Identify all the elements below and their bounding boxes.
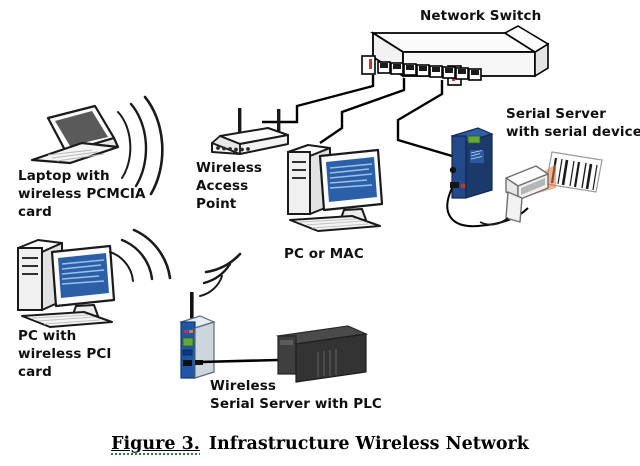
- wireless-access-point-label-line2: Access: [196, 178, 248, 194]
- pc-pci-screen-text-lines: [61, 259, 105, 285]
- cable-wireless-server-to-plc: [199, 358, 279, 364]
- access-point-antenna-left: [238, 108, 242, 135]
- serial-server-port-lower: [450, 182, 459, 188]
- serial-server-label-line2: with serial device: [506, 124, 640, 140]
- access-point-antenna-right: [277, 109, 281, 131]
- cable-switch-to-serial-server: [396, 80, 453, 158]
- network-switch-label: Network Switch: [420, 8, 541, 24]
- wireless-waves-laptop: [117, 95, 164, 196]
- wireless-server-led-red: [184, 330, 188, 333]
- laptop-pcmcia-label-line1: Laptop with: [18, 168, 110, 184]
- serial-server-port-upper: [449, 166, 457, 174]
- network-switch[interactable]: [361, 25, 550, 86]
- scanner-cable-tail: [479, 217, 509, 226]
- wireless-access-point-label-line1: Wireless: [196, 160, 262, 176]
- serial-server-label-plate: [470, 150, 484, 163]
- plc-side-face: [295, 333, 367, 383]
- pc-or-mac-label: PC or MAC: [284, 246, 364, 262]
- serial-server-label-lines: [470, 150, 483, 160]
- figure-caption-title: Infrastructure Wireless Network: [208, 434, 529, 454]
- pc-pci-keyboard-keys: [31, 314, 101, 325]
- wireless-access-point-label-line3: Point: [196, 196, 237, 212]
- pc-mac-keyboard-keys: [299, 218, 369, 229]
- serial-server-terminal-block: [467, 135, 481, 144]
- wireless-server-port-lower: [183, 360, 192, 366]
- cable-group-ethernet: [262, 75, 453, 158]
- wireless-access-point[interactable]: [211, 108, 289, 155]
- pc-mac-keyboard: [289, 215, 381, 232]
- pc-pci-label-line2: wireless PCI: [18, 346, 112, 362]
- plc-terminal-strip: [280, 340, 293, 345]
- laptop-pcmcia[interactable]: [30, 104, 120, 165]
- wireless-server-port-upper: [182, 349, 193, 356]
- pc-pci-monitor-screen: [58, 253, 109, 298]
- serial-server-side-face: [465, 133, 493, 199]
- pc-mac-drive-bays: [292, 161, 306, 179]
- serial-server-label-line1: Serial Server: [506, 106, 606, 122]
- wireless-server-led-orange: [189, 330, 193, 333]
- cable-switch-to-pc-mac: [319, 78, 406, 144]
- figure-caption-prefix: Figure 3.: [111, 434, 200, 455]
- pc-pci-label-line3: card: [18, 364, 52, 380]
- switch-top-right: [503, 25, 550, 53]
- laptop-pcmcia-label-line3: card: [18, 204, 52, 220]
- wireless-waves-pc-pci: [109, 228, 172, 282]
- serial-server[interactable]: [449, 127, 494, 199]
- barcode-scanner[interactable]: [479, 165, 549, 226]
- barcode-bars: [550, 157, 598, 191]
- figure-caption: Figure 3. Infrastructure Wireless Network: [0, 434, 640, 455]
- laptop-screen-display: [55, 111, 108, 146]
- wireless-server-terminal-green: [182, 337, 194, 347]
- pc-mac-monitor-screen: [326, 157, 377, 202]
- plc-module-slots: [317, 349, 337, 377]
- laptop-pcmcia-label-line2: wireless PCMCIA: [18, 186, 146, 202]
- pc-pci-drive-bays: [22, 257, 38, 275]
- pc-pci-keyboard: [21, 311, 113, 328]
- laptop-keys: [47, 149, 105, 162]
- wireless-server-antenna: [190, 292, 194, 324]
- cable-switch-to-access-point: [262, 75, 375, 124]
- switch-led-left: [369, 59, 372, 69]
- serial-server-led: [460, 183, 466, 189]
- barcode-label: [545, 151, 603, 193]
- scanner-grip: [505, 191, 523, 223]
- laptop-keyboard-area: [30, 141, 120, 165]
- access-point-leds: [216, 146, 250, 152]
- wireless-server-port-serial: [195, 360, 203, 365]
- wireless-serial-server-label-line1: Wireless: [210, 378, 276, 394]
- pc-or-mac[interactable]: [287, 144, 384, 232]
- pc-pci[interactable]: [17, 239, 116, 328]
- pc-pci-label-line1: PC with: [18, 328, 76, 344]
- wireless-waves-serial-server: [199, 252, 242, 297]
- switch-bracket-left: [361, 55, 376, 75]
- wireless-serial-server[interactable]: [179, 292, 216, 379]
- plc[interactable]: [275, 325, 369, 383]
- wireless-server-side-face: [194, 321, 215, 379]
- wireless-serial-server-label-line2: Serial Server with PLC: [210, 396, 382, 412]
- switch-port-shadows: [380, 63, 479, 75]
- pc-mac-screen-text-lines: [329, 163, 373, 189]
- scanner-window: [521, 178, 545, 195]
